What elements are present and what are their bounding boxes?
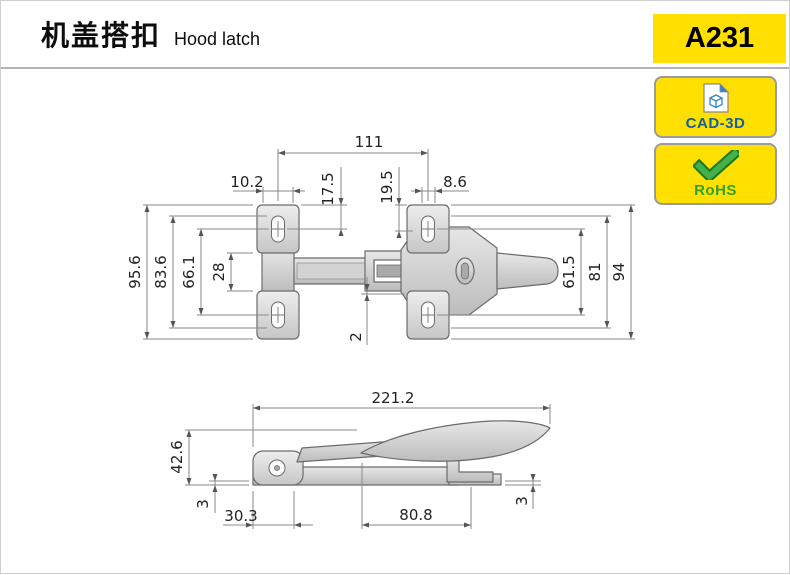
rohs-label: RoHS: [694, 181, 737, 199]
dim-label-95-6: 95.6: [126, 255, 144, 288]
dim-label-94: 94: [610, 262, 628, 281]
latch-arm: [291, 257, 375, 285]
dim-label-19-5: 19.5: [378, 170, 396, 203]
dim-label-3-left: 3: [194, 499, 212, 509]
catch-body: [400, 204, 498, 340]
cert-badges: CAD-3D RoHS: [654, 76, 777, 205]
header: 机盖搭扣 Hood latch A231: [1, 1, 789, 67]
dim-label-61-5: 61.5: [560, 255, 578, 288]
dim-label-28: 28: [210, 262, 228, 281]
cad-3d-badge[interactable]: CAD-3D: [654, 76, 777, 138]
dim-95-6: 95.6: [126, 204, 253, 340]
dim-221-2: 221.2: [252, 389, 551, 447]
cad-document-icon: [702, 82, 729, 113]
product-name-en: Hood latch: [174, 29, 261, 49]
header-divider: [1, 67, 789, 69]
dim-80-8: 80.8: [361, 463, 472, 529]
dim-label-81: 81: [586, 262, 604, 281]
rohs-badge: RoHS: [654, 143, 777, 205]
dim-30-3: 30.3: [223, 491, 313, 529]
dim-2: 2: [347, 277, 405, 345]
page-title: 机盖搭扣 Hood latch: [41, 19, 260, 53]
dim-81: 81: [451, 215, 611, 329]
dim-label-80-8: 80.8: [399, 506, 432, 524]
dim-17-5: 17.5: [287, 167, 347, 236]
dim-3-right: 3: [505, 474, 541, 509]
dim-label-83-6: 83.6: [152, 255, 170, 288]
latch-hook: [364, 250, 404, 292]
dim-label-3-right: 3: [513, 496, 531, 506]
cad-3d-label: CAD-3D: [685, 114, 746, 132]
dim-66-1: 66.1: [180, 228, 269, 316]
dim-111: 111: [277, 133, 429, 201]
top-view-part: [256, 204, 559, 340]
dim-label-10-2: 10.2: [230, 173, 263, 191]
dim-label-17-5: 17.5: [319, 172, 337, 205]
dim-label-42-6: 42.6: [168, 440, 186, 473]
dim-19-5: 19.5: [378, 167, 413, 238]
pivot-lug: [252, 450, 304, 486]
side-view-part: [252, 420, 551, 486]
top-view-dimensions: 111 10.2 17.5 19.5: [126, 133, 635, 345]
dim-label-2: 2: [347, 332, 365, 342]
dim-61-5: 61.5: [437, 228, 585, 316]
side-view-dimensions: 221.2 42.6 3 30.3: [168, 389, 551, 529]
product-name-zh: 机盖搭扣: [41, 20, 162, 51]
dim-3-left: 3: [194, 474, 249, 513]
left-bracket: [256, 204, 300, 340]
dim-94: 94: [451, 204, 635, 340]
dim-label-30-3: 30.3: [224, 507, 257, 525]
dim-10-2: 10.2: [230, 173, 305, 203]
dim-label-111: 111: [355, 133, 384, 151]
release-lever: [496, 252, 559, 290]
lever-handle-side: [360, 420, 551, 462]
dim-label-66-1: 66.1: [180, 255, 198, 288]
part-number-badge: A231: [653, 14, 786, 63]
dim-label-221-2: 221.2: [372, 389, 415, 407]
dim-28: 28: [210, 252, 253, 292]
dim-8-6: 8.6: [411, 173, 469, 203]
dim-label-8-6: 8.6: [443, 173, 467, 191]
rohs-check-icon: [692, 149, 739, 180]
dim-83-6: 83.6: [152, 215, 267, 329]
